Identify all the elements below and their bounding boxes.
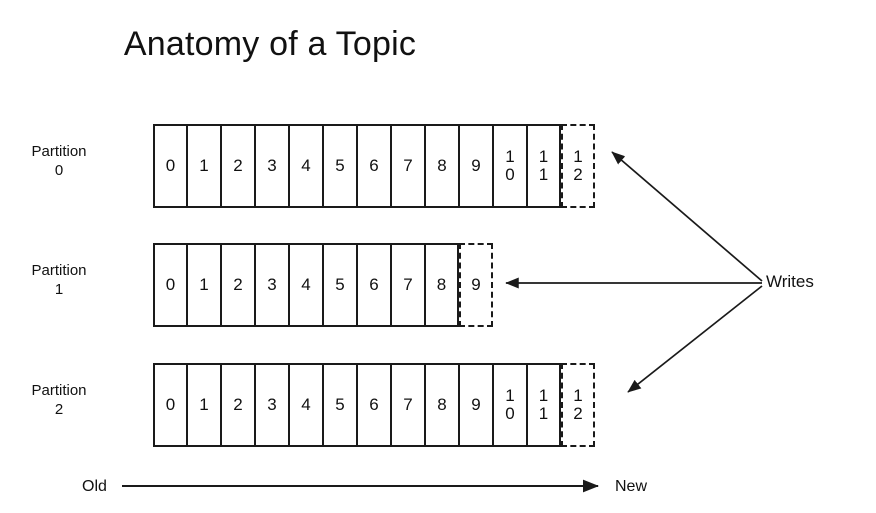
- log-segment-cell[interactable]: 5: [323, 243, 357, 327]
- cell-value: 7: [403, 395, 413, 414]
- log-segment-cell[interactable]: 1: [187, 124, 221, 208]
- cell-value: 3: [267, 275, 277, 294]
- log-segment-cell[interactable]: 8: [425, 243, 459, 327]
- cell-value: 5: [335, 395, 345, 414]
- partition-label-1: Partition 1: [0, 261, 118, 299]
- cell-value: 9: [471, 156, 481, 175]
- log-segment-cell[interactable]: 4: [289, 243, 323, 327]
- partition-label-1-line2: 1: [54, 281, 64, 298]
- log-segment-cell[interactable]: 8: [425, 363, 459, 447]
- cell-value: 1: [199, 275, 209, 294]
- cell-value: 4: [301, 156, 311, 175]
- partition-label-0: Partition 0: [0, 142, 118, 180]
- partition-label-0-line2: 0: [54, 162, 64, 179]
- cell-value: 8: [436, 275, 447, 294]
- cell-value: 0: [165, 395, 176, 414]
- cell-value: 1: [199, 156, 209, 175]
- cell-value: 6: [369, 395, 379, 414]
- cell-value: 0: [165, 156, 176, 175]
- log-segment-cell[interactable]: 5: [323, 363, 357, 447]
- page-title: Anatomy of a Topic: [123, 25, 417, 63]
- log-segment-cell[interactable]: 4: [289, 124, 323, 208]
- log-segment-cell[interactable]: 9: [459, 124, 493, 208]
- log-segment-cell[interactable]: 2: [221, 243, 255, 327]
- cell-value: 3: [267, 395, 277, 414]
- cell-value: 9: [471, 395, 481, 414]
- partition-row: Partition 1 0 1 2 3 4 5 6 7 8 9: [0, 243, 876, 327]
- cell-value: 5: [335, 156, 345, 175]
- log-segment-cell[interactable]: 7: [391, 124, 425, 208]
- log-segment-cell[interactable]: 3: [255, 124, 289, 208]
- cell-value: 7: [403, 275, 413, 294]
- log-segment-cell[interactable]: 4: [289, 363, 323, 447]
- cell-value: 5: [335, 275, 345, 294]
- log-segment-cell[interactable]: 7: [391, 363, 425, 447]
- log-segment-cell[interactable]: 2: [221, 363, 255, 447]
- log-segment-cell[interactable]: 1: [187, 363, 221, 447]
- partition-1-cells: 0 1 2 3 4 5 6 7 8 9: [153, 243, 493, 327]
- partition-label-2-line2: 2: [54, 401, 64, 418]
- partition-label-1-line1: Partition: [31, 262, 87, 279]
- log-segment-cell[interactable]: 1: [187, 243, 221, 327]
- log-segment-cell[interactable]: 8: [425, 124, 459, 208]
- timeline-new-label: New: [615, 478, 648, 495]
- log-segment-cell[interactable]: 0: [153, 363, 187, 447]
- log-segment-cell[interactable]: 3: [255, 243, 289, 327]
- cell-value: 7: [403, 156, 413, 175]
- cell-value: 1: [199, 395, 209, 414]
- cell-value: 4: [301, 275, 311, 294]
- log-segment-cell[interactable]: 7: [391, 243, 425, 327]
- cell-value: 6: [369, 156, 379, 175]
- log-segment-cell[interactable]: 0: [153, 243, 187, 327]
- log-segment-cell[interactable]: 3: [255, 363, 289, 447]
- cell-value: 2: [233, 156, 243, 175]
- cell-value: 0: [165, 275, 176, 294]
- cell-value: 4: [301, 395, 311, 414]
- cell-value: 2: [233, 395, 243, 414]
- writes-label: Writes: [766, 272, 814, 291]
- timeline-old-label: Old: [82, 478, 107, 495]
- cell-value: 2: [233, 275, 243, 294]
- cell-value: 9: [471, 275, 481, 294]
- partition-label-0-line1: Partition: [31, 143, 87, 160]
- log-segment-cell[interactable]: 6: [357, 363, 391, 447]
- partition-label-2-line1: Partition: [31, 382, 87, 399]
- cell-value: 3: [267, 156, 277, 175]
- log-segment-cell[interactable]: 6: [357, 243, 391, 327]
- log-segment-cell[interactable]: 0: [153, 124, 187, 208]
- log-segment-cell[interactable]: 5: [323, 124, 357, 208]
- partition-label-2: Partition 2: [0, 381, 118, 419]
- cell-value: 6: [369, 275, 379, 294]
- log-segment-cell[interactable]: 6: [357, 124, 391, 208]
- log-segment-cell-pending[interactable]: 9: [459, 243, 493, 327]
- cell-value: 8: [437, 395, 447, 414]
- cell-value: 8: [437, 156, 447, 175]
- log-segment-cell[interactable]: 9: [459, 363, 493, 447]
- log-segment-cell[interactable]: 2: [221, 124, 255, 208]
